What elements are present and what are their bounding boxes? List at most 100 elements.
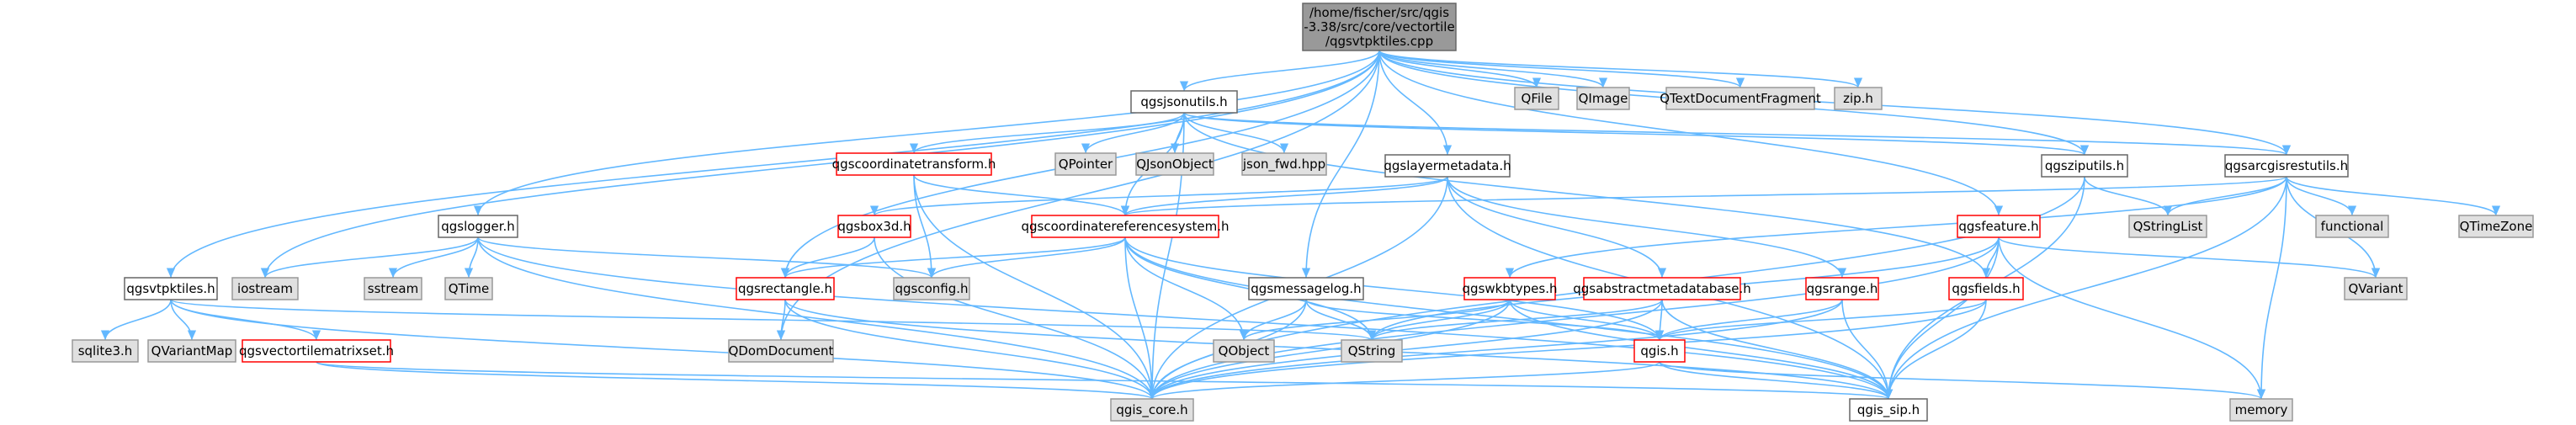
node-box-qgsjsonutils xyxy=(1130,90,1238,114)
edge-qgsarcgis-to-memory xyxy=(2256,176,2287,400)
node-qgsrange[interactable]: qgsrange.h xyxy=(1805,277,1879,300)
node-qgish[interactable]: qgis.h xyxy=(1633,339,1686,363)
edge-qgsziputils-to-qstringlist xyxy=(2084,176,2173,216)
node-box-qgsvtpktiles xyxy=(124,277,218,300)
node-label-memory: memory xyxy=(2235,402,2288,417)
edge-qgslayermeta-to-qgscrs xyxy=(1121,176,1448,216)
node-box-qpointer xyxy=(1054,152,1117,176)
node-qgslayermeta[interactable]: qgslayermetadata.h xyxy=(1384,154,1511,178)
node-box-qgsconfig xyxy=(893,277,970,300)
edge-qgswkbtypes-to-qgissip xyxy=(1509,299,1893,400)
edge-qgscoordtrans-to-qgscrs xyxy=(913,174,1129,216)
node-ziph: zip.h xyxy=(1834,87,1883,110)
node-label-qgsvtpktiles: qgsvtpktiles.h xyxy=(126,281,215,296)
edge-qgslayermeta-to-qgsbox3d xyxy=(870,176,1448,216)
node-label-qtime: QTime xyxy=(449,281,490,296)
node-label-qstringlist: QStringList xyxy=(2133,219,2203,234)
edge-qgsfeature-to-memory xyxy=(1998,236,2266,400)
node-qgscrs[interactable]: qgscoordinatereferencesystem.h xyxy=(1022,215,1230,238)
edge-qgsvtpktiles-to-qgsvtmatrix xyxy=(170,299,321,341)
node-qgsconfig: qgsconfig.h xyxy=(893,277,970,300)
edge-root-to-qgslayermeta xyxy=(1378,50,1453,156)
node-qgsfields[interactable]: qgsfields.h xyxy=(1948,277,2024,300)
node-box-sstream xyxy=(364,277,422,300)
edge-root-to-qgsjsonutils xyxy=(1179,50,1380,92)
node-qgslogger[interactable]: qgslogger.h xyxy=(438,215,518,238)
node-box-qgsabsmeta xyxy=(1583,277,1741,300)
node-functional: functional xyxy=(2315,215,2389,238)
node-label-qtextdoc: QTextDocumentFragment xyxy=(1660,91,1821,106)
node-qgsvtpktiles[interactable]: qgsvtpktiles.h xyxy=(124,277,218,300)
node-qgsrectangle[interactable]: qgsrectangle.h xyxy=(736,277,835,300)
node-qgsfeature[interactable]: qgsfeature.h xyxy=(1957,215,2041,238)
node-label-root: /home/fischer/src/qgis xyxy=(1309,5,1449,20)
node-qgsmsglog[interactable]: qgsmessagelog.h xyxy=(1248,277,1364,300)
node-qgswkbtypes[interactable]: qgswkbtypes.h xyxy=(1463,277,1558,300)
node-label-jsonfwd: json_fwd.hpp xyxy=(1242,157,1325,173)
edge-qgslogger-to-sstream xyxy=(388,236,479,279)
node-qgissip[interactable]: qgis_sip.h xyxy=(1849,398,1928,422)
edge-qgsmsglog-to-qstring xyxy=(1305,299,1377,341)
node-label-qgsvtmatrix: qgsvectortilematrixset.h xyxy=(239,343,394,359)
node-label-qgsrange: qgsrange.h xyxy=(1807,281,1878,296)
node-qdomdocument: QDomDocument xyxy=(728,339,834,363)
node-label-qpointer: QPointer xyxy=(1059,157,1113,172)
edge-qgswkbtypes-to-qstring xyxy=(1367,299,1511,341)
node-box-iostream xyxy=(231,277,299,300)
node-label-sstream: sstream xyxy=(368,281,418,296)
edge-qgsrange-to-qgissip xyxy=(1841,299,1893,400)
node-qgsziputils[interactable]: qgsziputils.h xyxy=(2041,154,2128,178)
node-qgsbox3d[interactable]: qgsbox3d.h xyxy=(837,215,911,238)
node-box-ziph xyxy=(1834,87,1883,110)
node-label-qgswkbtypes: qgswkbtypes.h xyxy=(1463,281,1558,296)
edge-qgsbox3d-to-qgiscore xyxy=(874,236,1157,400)
edge-qgsjsonutils-to-jsonfwd xyxy=(1183,112,1289,154)
node-qgsabsmeta[interactable]: qgsabstractmetadatabase.h xyxy=(1573,277,1751,300)
node-box-qvariant xyxy=(2344,277,2408,300)
node-label-qtimezone: QTimeZone xyxy=(2460,219,2533,234)
file-nodes: /home/fischer/src/qgis-3.38/src/core/vec… xyxy=(72,3,2534,422)
edge-qgscrs-to-qgiscore xyxy=(1124,236,1157,400)
edge-qgslayermeta-to-qgsrange xyxy=(1447,176,1847,279)
edge-qgish-to-qgiscore xyxy=(1148,361,1660,400)
edge-qgsjsonutils-to-qpointer xyxy=(1081,112,1185,154)
edge-qgslayermeta-to-qgsabsmeta xyxy=(1447,176,1667,279)
node-box-qobject xyxy=(1213,339,1275,363)
node-label-qgiscore: qgis_core.h xyxy=(1116,402,1187,418)
dependency-edges xyxy=(100,50,2500,400)
node-box-qtextdoc xyxy=(1665,87,1815,110)
node-box-qgscrs xyxy=(1031,215,1219,238)
node-root[interactable]: /home/fischer/src/qgis-3.38/src/core/vec… xyxy=(1302,3,1457,51)
node-box-qtimezone xyxy=(2458,215,2534,238)
edge-qgscrs-to-qgsconfig xyxy=(927,236,1126,279)
edge-qgsabsmeta-to-qgiscore xyxy=(1147,299,1663,400)
node-qgscoordtrans[interactable]: qgscoordinatetransform.h xyxy=(832,152,996,176)
node-sqlite3: sqlite3.h xyxy=(72,339,139,363)
node-qgsvtmatrix[interactable]: qgsvectortilematrixset.h xyxy=(239,339,394,363)
edge-qgscoordtrans-to-qgiscore xyxy=(913,174,1157,400)
edge-qgsarcgis-to-qtimezone xyxy=(2286,176,2500,216)
edge-qgsvtpktiles-to-qvariantmap xyxy=(170,299,197,341)
node-box-qtime xyxy=(444,277,493,300)
node-label-qobject: QObject xyxy=(1219,343,1270,359)
edge-qgslogger-to-qgsconfig xyxy=(477,236,936,279)
node-label-ziph: zip.h xyxy=(1843,91,1873,106)
edge-qgsjsonutils-to-qgscoordtrans xyxy=(910,112,1185,154)
node-qtextdoc: QTextDocumentFragment xyxy=(1660,87,1821,110)
edge-qgslogger-to-iostream xyxy=(261,236,479,279)
edge-qgsvtpktiles-to-sqlite3 xyxy=(100,299,172,341)
node-qgsarcgis[interactable]: qgsarcgisrestutils.h xyxy=(2224,154,2349,178)
edge-qgsvtpktiles-to-qstring xyxy=(170,299,1376,341)
node-label-qvariant: QVariant xyxy=(2348,281,2403,296)
node-qgsjsonutils[interactable]: qgsjsonutils.h xyxy=(1130,90,1238,114)
node-label-qvariantmap: QVariantMap xyxy=(151,343,233,359)
edge-qgsfields-to-qgish xyxy=(1655,299,1987,341)
edge-qgsrange-to-qgish xyxy=(1654,299,1843,341)
node-qobject: QObject xyxy=(1213,339,1275,363)
node-box-qstringlist xyxy=(2128,215,2207,238)
edge-qgsrectangle-to-qgissip xyxy=(784,299,1893,400)
edge-qgsfields-to-qgiscore xyxy=(1148,299,1987,400)
node-label-qgsjsonutils: qgsjsonutils.h xyxy=(1140,94,1227,109)
node-box-qgsrange xyxy=(1805,277,1879,300)
node-box-qgsmsglog xyxy=(1248,277,1364,300)
